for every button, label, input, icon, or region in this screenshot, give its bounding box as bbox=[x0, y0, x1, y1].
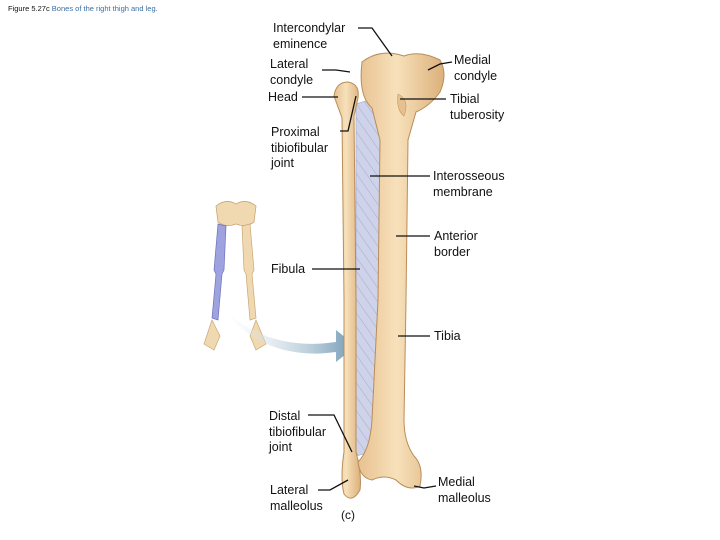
leader-medial-condyle bbox=[427, 61, 453, 71]
label-interosseous-membrane: Interosseous membrane bbox=[433, 169, 505, 199]
leader-distal-tibiofibular-joint bbox=[308, 414, 353, 453]
label-proximal-tibiofibular-joint: Proximal tibiofibular joint bbox=[271, 125, 328, 170]
zoom-arrow bbox=[222, 308, 356, 362]
figure-number: Figure 5.27c bbox=[8, 4, 50, 13]
right-foot-thumbnail bbox=[203, 319, 221, 351]
label-lateral-malleolus: Lateral malleolus bbox=[270, 483, 323, 513]
right-leg-thumbnail-highlight bbox=[211, 223, 227, 321]
leader-lateral-malleolus bbox=[318, 479, 349, 491]
skeleton-thumbnail bbox=[203, 201, 267, 351]
label-intercondylar-eminence: Intercondylar eminence bbox=[273, 21, 346, 51]
label-distal-tibiofibular-joint: Distal tibiofibular joint bbox=[269, 409, 326, 454]
label-medial-malleolus: Medial malleolus bbox=[438, 475, 491, 505]
left-leg-thumbnail bbox=[241, 223, 257, 321]
leader-lines bbox=[302, 27, 453, 491]
pelvis-thumbnail bbox=[215, 201, 257, 226]
label-fibula: Fibula bbox=[271, 262, 306, 276]
leader-proximal-tibiofibular-joint bbox=[340, 95, 357, 132]
label-head: Head bbox=[268, 90, 298, 104]
figure-description: Bones of the right thigh and leg. bbox=[51, 4, 158, 13]
label-anterior-border: Anterior border bbox=[434, 229, 478, 259]
leader-lateral-condyle bbox=[322, 69, 351, 73]
label-tibial-tuberosity: Tibial tuberosity bbox=[450, 92, 505, 122]
panel-letter: (c) bbox=[341, 508, 355, 522]
label-tibia: Tibia bbox=[434, 329, 461, 343]
label-medial-condyle: Medial condyle bbox=[454, 53, 498, 83]
fibula-bone bbox=[333, 81, 361, 499]
leader-medial-malleolus bbox=[413, 485, 437, 489]
figure-caption: Figure 5.27c Bones of the right thigh an… bbox=[8, 4, 158, 13]
label-lateral-condyle: Lateral condyle bbox=[270, 57, 314, 87]
tibia-bone bbox=[357, 52, 445, 489]
leader-intercondylar-eminence bbox=[358, 27, 393, 57]
